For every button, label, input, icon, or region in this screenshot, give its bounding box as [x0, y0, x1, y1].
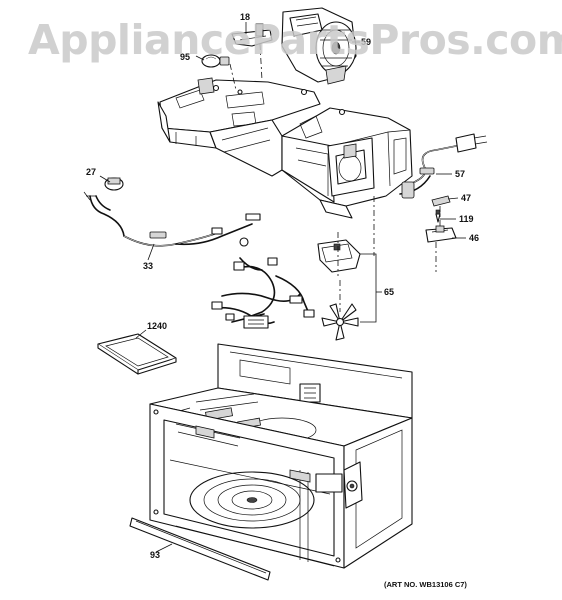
callout-59: 59: [361, 37, 371, 47]
assembly-guide-lines: [229, 43, 441, 312]
callout-119: 119: [459, 214, 474, 224]
callout-57: 57: [455, 169, 465, 179]
power-cord: [399, 133, 488, 199]
thermostat-and-harness: [83, 177, 261, 247]
main-wire-harness: [211, 257, 315, 329]
callout-18: 18: [240, 12, 250, 22]
art-number: (ART NO. WB13106 C7): [384, 580, 467, 589]
blower-motor-assembly: [231, 7, 357, 85]
vent-trim-strip: [129, 517, 271, 581]
callout-1240: 1240: [147, 321, 167, 331]
callout-95: 95: [180, 52, 190, 62]
fan-motor-assembly: [317, 239, 361, 341]
callout-47: 47: [461, 193, 471, 203]
callout-93: 93: [150, 550, 160, 560]
callout-65: 65: [384, 287, 394, 297]
upper-housing: [157, 77, 413, 219]
leader-lines: [99, 22, 466, 553]
light-bulb: [201, 54, 230, 68]
oven-cavity: [149, 343, 413, 569]
callout-33: 33: [143, 261, 153, 271]
charcoal-filter: [97, 333, 177, 375]
callout-46: 46: [469, 233, 479, 243]
callout-labels: 18 95 59 27 57 47 119 46 33 65 1240 93: [86, 12, 479, 560]
callout-27: 27: [86, 167, 96, 177]
watermark: AppliancePartsPros.com: [28, 16, 562, 64]
